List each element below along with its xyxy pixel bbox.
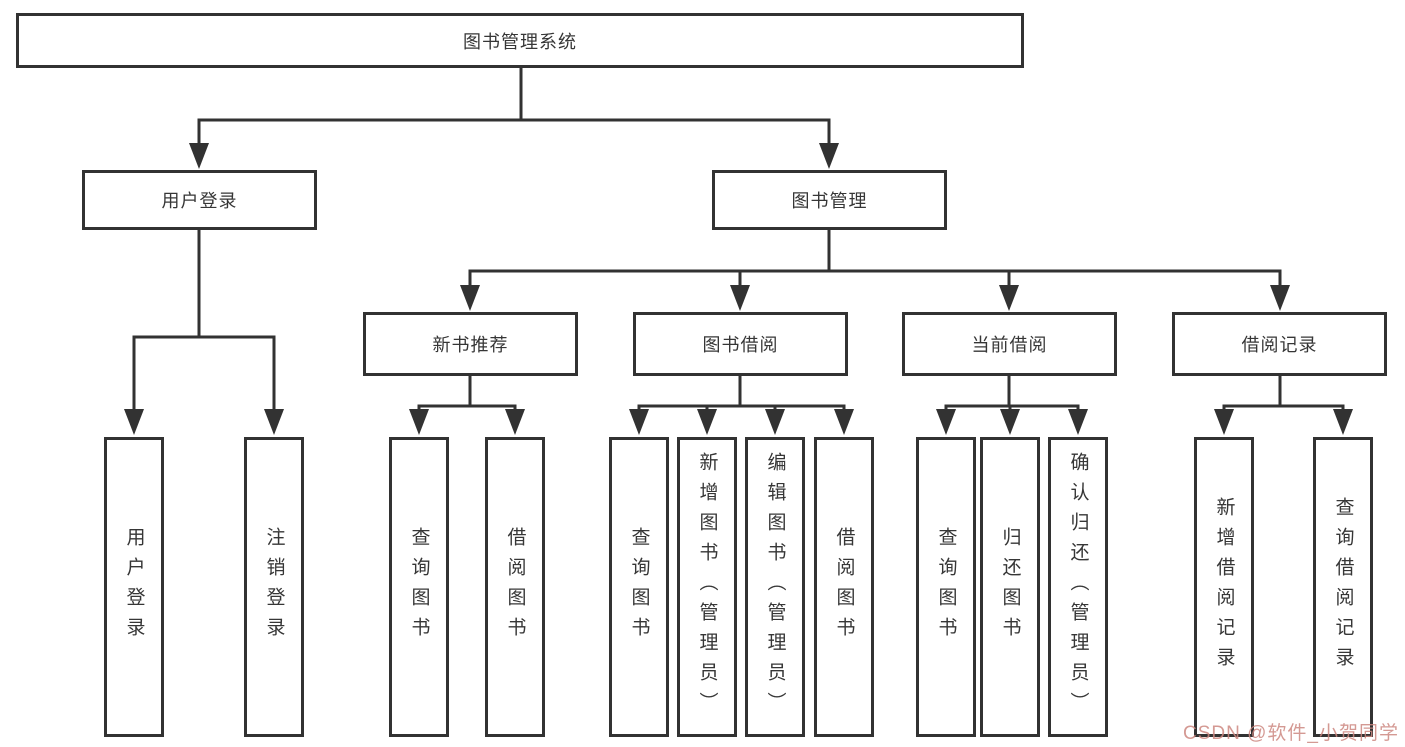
- node-book-management: 图书管理: [712, 170, 947, 230]
- leaf-return-books: 归还图书: [980, 437, 1040, 737]
- csdn-watermark: CSDN @软件_小贺同学: [1183, 723, 1399, 744]
- node-borrowing-records: 借阅记录: [1172, 312, 1387, 376]
- leaf-query-books-current: 查询图书: [916, 437, 976, 737]
- leaf-query-borrow-record: 查询借阅记录: [1313, 437, 1373, 737]
- node-user-login: 用户登录: [82, 170, 317, 230]
- node-new-book-recommend: 新书推荐: [363, 312, 578, 376]
- leaf-query-books-borrow: 查询图书: [609, 437, 669, 737]
- leaf-query-books-recommend: 查询图书: [389, 437, 449, 737]
- arrowhead-icons: [124, 143, 1353, 435]
- leaf-add-borrow-record: 新增借阅记录: [1194, 437, 1254, 737]
- leaf-add-books-admin: 新增图书（管理员）: [677, 437, 737, 737]
- leaf-logout: 注销登录: [244, 437, 304, 737]
- leaf-borrow-books-recommend: 借阅图书: [485, 437, 545, 737]
- leaf-borrow-books: 借阅图书: [814, 437, 874, 737]
- node-root-system: 图书管理系统: [16, 13, 1024, 68]
- leaf-user-login: 用户登录: [104, 437, 164, 737]
- leaf-confirm-return-admin: 确认归还（管理员）: [1048, 437, 1108, 737]
- node-current-borrowing: 当前借阅: [902, 312, 1117, 376]
- leaf-edit-books-admin: 编辑图书（管理员）: [745, 437, 805, 737]
- node-book-borrowing: 图书借阅: [633, 312, 848, 376]
